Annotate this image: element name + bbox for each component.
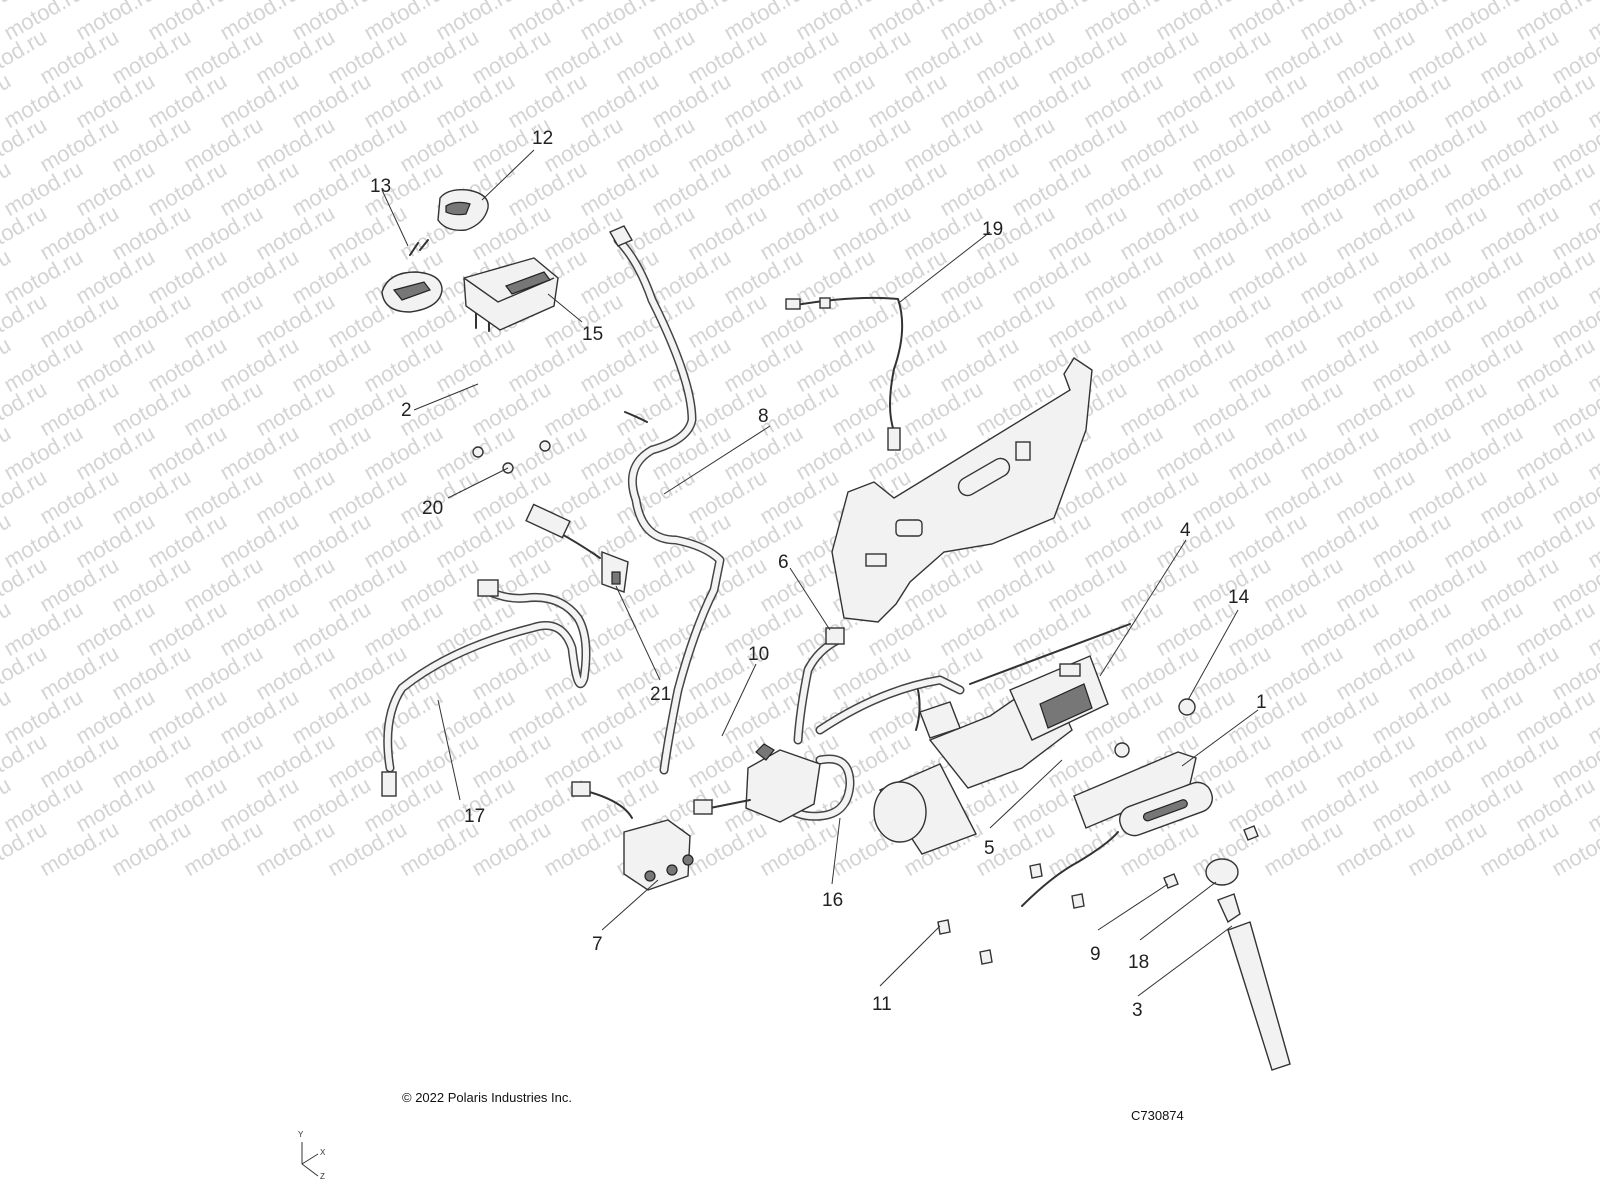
callout-11: 11 xyxy=(872,994,892,1015)
axis-label-x: X xyxy=(320,1148,326,1157)
callout-20: 20 xyxy=(422,498,444,519)
callout-18: 18 xyxy=(1128,952,1150,973)
callout-7: 7 xyxy=(592,934,603,955)
callout-6: 6 xyxy=(778,552,789,573)
winch-mounting-plate xyxy=(831,357,1093,623)
callout-9: 9 xyxy=(1090,944,1101,965)
part-16-cables xyxy=(779,675,965,821)
part-3-hook-strap xyxy=(1217,893,1291,1071)
axis-label-z: Z xyxy=(320,1172,325,1181)
callout-5: 5 xyxy=(984,838,995,859)
callout-15: 15 xyxy=(582,324,604,345)
callout-1: 1 xyxy=(1256,692,1267,713)
callout-leaders xyxy=(381,149,1259,997)
callout-17: 17 xyxy=(464,806,486,827)
bolts xyxy=(937,742,1259,965)
callout-21: 21 xyxy=(650,684,672,705)
part-13-screws xyxy=(409,239,429,256)
contactor-assembly xyxy=(693,743,821,823)
callout-14: 14 xyxy=(1228,587,1250,608)
callout-12: 12 xyxy=(532,128,554,149)
part-21-switch xyxy=(525,503,629,593)
part-2-control-module xyxy=(463,257,559,331)
callout-4: 4 xyxy=(1180,520,1191,541)
part-14-nut xyxy=(1178,698,1196,716)
copyright-notice: © 2022 Polaris Industries Inc. xyxy=(402,1090,572,1105)
switch-base xyxy=(381,271,443,313)
callout-3: 3 xyxy=(1132,1000,1143,1021)
part-6-cable xyxy=(793,627,845,745)
callout-13: 13 xyxy=(370,176,392,197)
part-7-contactor xyxy=(571,781,694,891)
axis-triad xyxy=(301,1142,319,1177)
callout-8: 8 xyxy=(758,406,769,427)
callout-19: 19 xyxy=(982,219,1004,240)
part-17-harness xyxy=(381,579,591,797)
callout-2: 2 xyxy=(401,400,412,421)
part-18-stopper xyxy=(1205,858,1239,886)
part-20-nuts xyxy=(472,440,551,474)
callout-16: 16 xyxy=(822,890,844,911)
part-8-battery-cable xyxy=(609,225,725,775)
part-4-winch xyxy=(873,623,1131,855)
part-19-harness xyxy=(785,296,904,451)
part-12-switch-cover xyxy=(437,188,489,231)
diagram-id: C730874 xyxy=(1131,1108,1184,1123)
callout-10: 10 xyxy=(748,644,770,665)
axis-label-y: Y xyxy=(298,1130,304,1139)
part-1-fairlead xyxy=(1021,751,1213,907)
